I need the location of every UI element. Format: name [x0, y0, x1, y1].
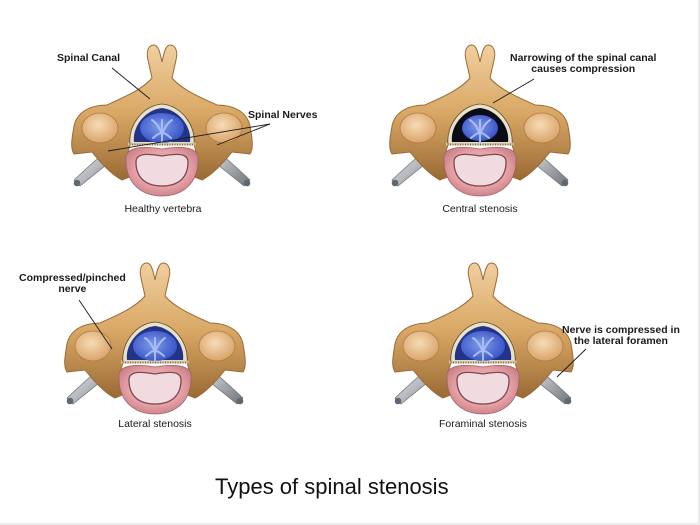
- nerve-end-right: [243, 179, 251, 187]
- nerve-end-left: [73, 179, 81, 187]
- caption-healthy-vertebra: Healthy vertebra: [124, 203, 202, 215]
- nerve-end-left: [66, 397, 74, 405]
- figure-title: Types of spinal stenosis: [215, 474, 449, 499]
- nerve-end-right: [564, 397, 572, 405]
- label-narrowing-line-2: causes compression: [531, 63, 636, 75]
- caption-central-stenosis: Central stenosis: [442, 203, 518, 215]
- label-foramen-line-2: the lateral foramen: [573, 335, 668, 347]
- leader-spinal-nerves-right: [216, 123, 271, 146]
- label-compressed-line-2: nerve: [58, 283, 87, 295]
- grey-matter: [151, 119, 173, 143]
- nerve-end-left: [394, 397, 402, 405]
- vertebra-foraminal-stenosis: [392, 262, 574, 415]
- label-nerve-in-foramen: Nerve is compressed in the lateral foram…: [562, 325, 680, 347]
- facet-joint-left: [81, 112, 119, 144]
- facet-joint-right: [526, 330, 564, 362]
- grey-matter: [472, 337, 494, 361]
- nerve-end-left: [391, 179, 399, 187]
- nucleus-pulposus: [456, 371, 510, 405]
- nerve-end-right: [236, 397, 244, 405]
- facet-joint-right: [523, 112, 561, 144]
- facet-joint-right: [198, 330, 236, 362]
- nucleus-pulposus: [128, 371, 182, 405]
- leader-compressed-nerve: [78, 299, 113, 350]
- leader-narrowing: [492, 78, 535, 104]
- grey-matter: [469, 119, 491, 143]
- nucleus-pulposus: [135, 153, 189, 187]
- caption-lateral-stenosis: Lateral stenosis: [118, 418, 192, 430]
- vertebra-lateral-stenosis: [64, 262, 246, 415]
- vertebra-healthy: [71, 44, 253, 197]
- facet-joint-left: [402, 330, 440, 362]
- label-compressed-nerve: Compressed/pinched nerve: [19, 273, 126, 295]
- facet-joint-left: [399, 112, 437, 144]
- label-narrowing-line-1: Narrowing of the spinal canal: [510, 52, 657, 64]
- caption-foraminal-stenosis: Foraminal stenosis: [438, 418, 528, 430]
- leader-spinal-nerves-left: [107, 123, 271, 152]
- facet-joint-left: [74, 330, 112, 362]
- nerve-end-right: [561, 179, 569, 187]
- label-foramen-line-1: Nerve is compressed in: [562, 324, 680, 336]
- grey-matter: [144, 337, 166, 361]
- label-spinal-canal: Spinal Canal: [57, 52, 121, 64]
- label-narrowing-of-canal: Narrowing of the spinal canal causes com…: [510, 53, 656, 75]
- label-spinal-nerves: Spinal Nerves: [248, 109, 318, 121]
- nucleus-pulposus: [453, 153, 507, 187]
- leader-spinal-canal: [111, 67, 151, 100]
- facet-joint-right: [205, 112, 243, 144]
- leader-foramen-nerve: [556, 348, 587, 378]
- vertebra-central-stenosis: [389, 44, 571, 197]
- label-compressed-line-1: Compressed/pinched: [19, 272, 126, 284]
